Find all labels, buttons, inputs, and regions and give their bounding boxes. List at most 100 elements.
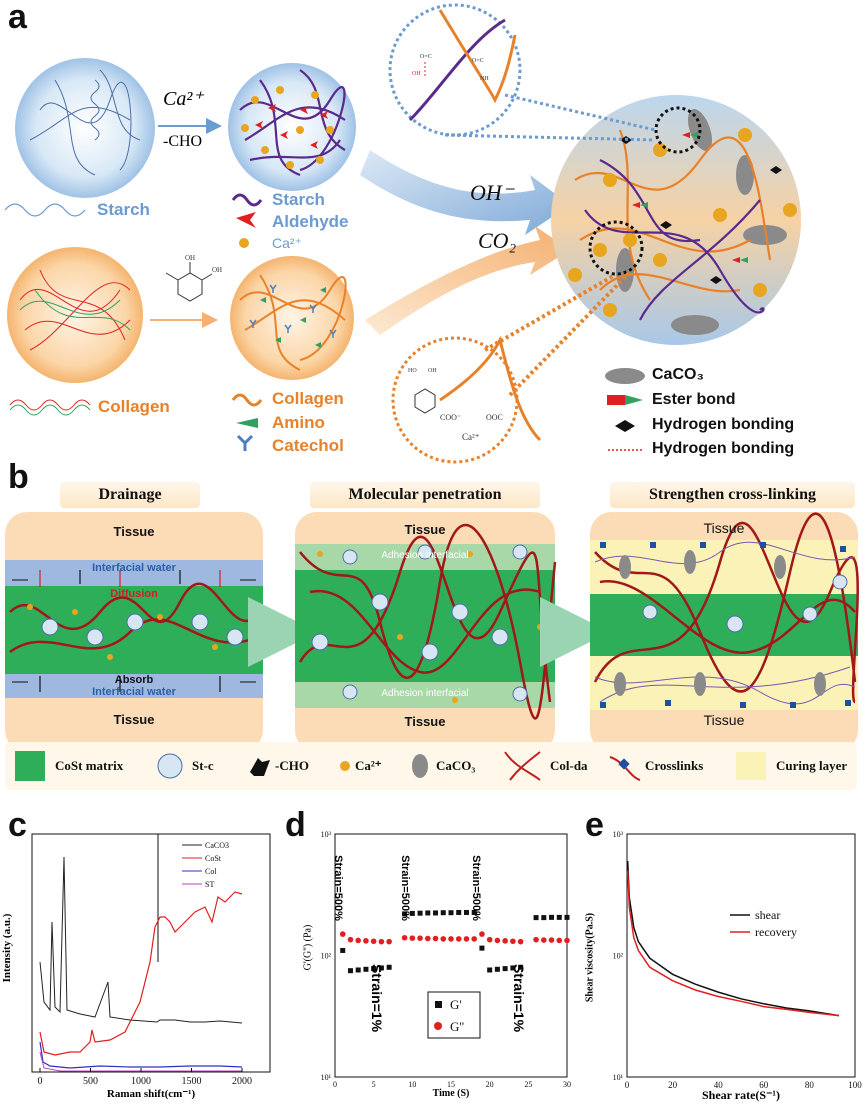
- arrow-orange-big: [365, 226, 570, 335]
- panel-e-letter: e: [585, 806, 604, 844]
- g-double-prime-point-25: [548, 937, 555, 943]
- legend-recovery: recovery: [755, 925, 797, 939]
- rheology-xtick-1: 5: [372, 1080, 376, 1089]
- g-double-prime-point-1: [347, 936, 354, 943]
- g-double-prime-point-21: [510, 938, 516, 945]
- viscosity-ylabel: Shear viscosity(Pa.S): [584, 912, 596, 1003]
- g-prime-point-3: [363, 966, 369, 972]
- svg-text:OH: OH: [412, 71, 421, 77]
- panel-b-legend-bar: [5, 742, 857, 790]
- modified-collagen: [230, 256, 354, 380]
- raman-xtick-0: 0: [38, 1076, 43, 1087]
- raman-xtick-1: 500: [83, 1076, 98, 1087]
- legend-st-series: ST: [205, 880, 214, 889]
- g-prime-point-12: [440, 910, 446, 916]
- strain-high-2: Strain=500%: [398, 855, 411, 921]
- g-prime-point-18: [487, 967, 493, 973]
- reagent-cho: -CHO: [163, 133, 203, 150]
- g-double-prime-point-15: [463, 936, 470, 942]
- rheology-xtick-6: 30: [563, 1080, 571, 1089]
- g-prime-point-19: [494, 966, 500, 972]
- raman-xlabel: Raman shift(cm⁻¹): [106, 1088, 196, 1100]
- catechol-structure: [165, 262, 213, 302]
- step-drainage: Drainage: [98, 486, 162, 503]
- reagent-ca: Ca²⁺: [163, 88, 203, 110]
- g-prime-point-11: [433, 910, 439, 916]
- strain-low-1: Strain=1%: [369, 963, 386, 1033]
- legend-caco3-icon: [605, 368, 645, 384]
- viscosity-xtick-5: 100: [848, 1080, 862, 1090]
- legend-ca-label: Ca²⁺: [272, 235, 302, 251]
- legend-col-series: Col: [205, 867, 217, 876]
- series-recovery-line: [626, 870, 840, 1017]
- tissue-top-3: Tissue: [703, 520, 745, 536]
- legend-hbond-dashed-label: Hydrogen bonding: [652, 440, 795, 457]
- series-st-line: [39, 1051, 242, 1072]
- raman-plot-frame: [31, 833, 271, 1073]
- g-prime-point-25: [549, 914, 555, 920]
- g-prime-point-16: [471, 909, 477, 915]
- viscosity-plot-frame: [626, 833, 856, 1078]
- g-prime-point-2: [355, 967, 361, 973]
- penetration-box: [295, 512, 557, 752]
- label-co2: CO₂: [478, 228, 517, 253]
- legend-crosslinks-label: Crosslinks: [645, 758, 704, 773]
- g-prime-point-1: [347, 968, 353, 974]
- g-double-prime-point-26: [556, 937, 563, 944]
- g-prime-point-10: [425, 910, 431, 916]
- strain-high-1: Strain=500%: [331, 855, 344, 921]
- g-prime-point-24: [541, 915, 547, 921]
- legend-collagen-label: Collagen: [272, 389, 344, 408]
- legend-crosslink-icon: [609, 756, 641, 781]
- adhesion-interfacial-top: Adhesion interfacial: [381, 550, 469, 561]
- g-double-prime-point-0: [339, 931, 346, 937]
- legend-g-prime-icon: [435, 1001, 442, 1008]
- viscosity-xtick-3: 60: [759, 1080, 769, 1090]
- legend-hbond-label: Hydrogen bonding: [652, 416, 795, 433]
- panel-a: a: [0, 0, 865, 470]
- panel-b: b: [0, 458, 865, 800]
- viscosity-xlabel: Shear rate(S⁻¹): [701, 1088, 781, 1102]
- viscosity-ytick-1: 10²: [613, 952, 624, 961]
- viscosity-xtick-0: 0: [625, 1080, 630, 1090]
- viscosity-xtick-2: 40: [714, 1080, 724, 1090]
- g-double-prime-point-6: [386, 938, 392, 945]
- modified-starch: [228, 63, 356, 191]
- svg-text:COO⁻: COO⁻: [440, 413, 461, 422]
- g-prime-point-5: [378, 965, 384, 971]
- g-double-prime-point-20: [502, 938, 508, 944]
- g-double-prime-point-13: [448, 936, 454, 942]
- g-prime-point-26: [556, 914, 562, 920]
- legend-cho-label: -CHO: [275, 758, 309, 773]
- label-oh: OH⁻: [470, 180, 514, 205]
- legend-costmatrix-icon: [15, 751, 45, 781]
- raman-legend: CaCO3 CoSt Col ST: [182, 841, 229, 889]
- svg-text:HO: HO: [408, 368, 417, 374]
- raman-xtick-3: 1500: [182, 1076, 202, 1087]
- tissue-bottom-2: Tissue: [404, 714, 446, 729]
- rheology-legend-box: [427, 991, 481, 1039]
- g-double-prime-point-3: [363, 938, 369, 944]
- interfacial-water-bottom: Interfacial water: [92, 686, 176, 698]
- legend-g-double-prime: G'': [450, 1019, 464, 1034]
- legend-caco3-label: CaCO₃: [652, 366, 704, 383]
- rheology-xtick-4: 20: [486, 1080, 494, 1089]
- legend-curing-label: Curing layer: [776, 758, 848, 773]
- svg-text:OOC: OOC: [486, 413, 503, 422]
- g-prime-point-0: [340, 947, 346, 953]
- series-cost-line: [39, 891, 243, 1056]
- rheology-xtick-5: 25: [524, 1080, 532, 1089]
- label-collagen: Collagen: [98, 397, 170, 416]
- strain-low-2: Strain=1%: [511, 963, 528, 1033]
- viscosity-ytick-2: 10¹: [613, 1073, 624, 1082]
- svg-text:O=C: O=C: [420, 54, 432, 60]
- g-prime-point-6: [386, 964, 392, 970]
- series-col-line: [39, 1041, 243, 1069]
- g-prime-point-9: [417, 910, 423, 916]
